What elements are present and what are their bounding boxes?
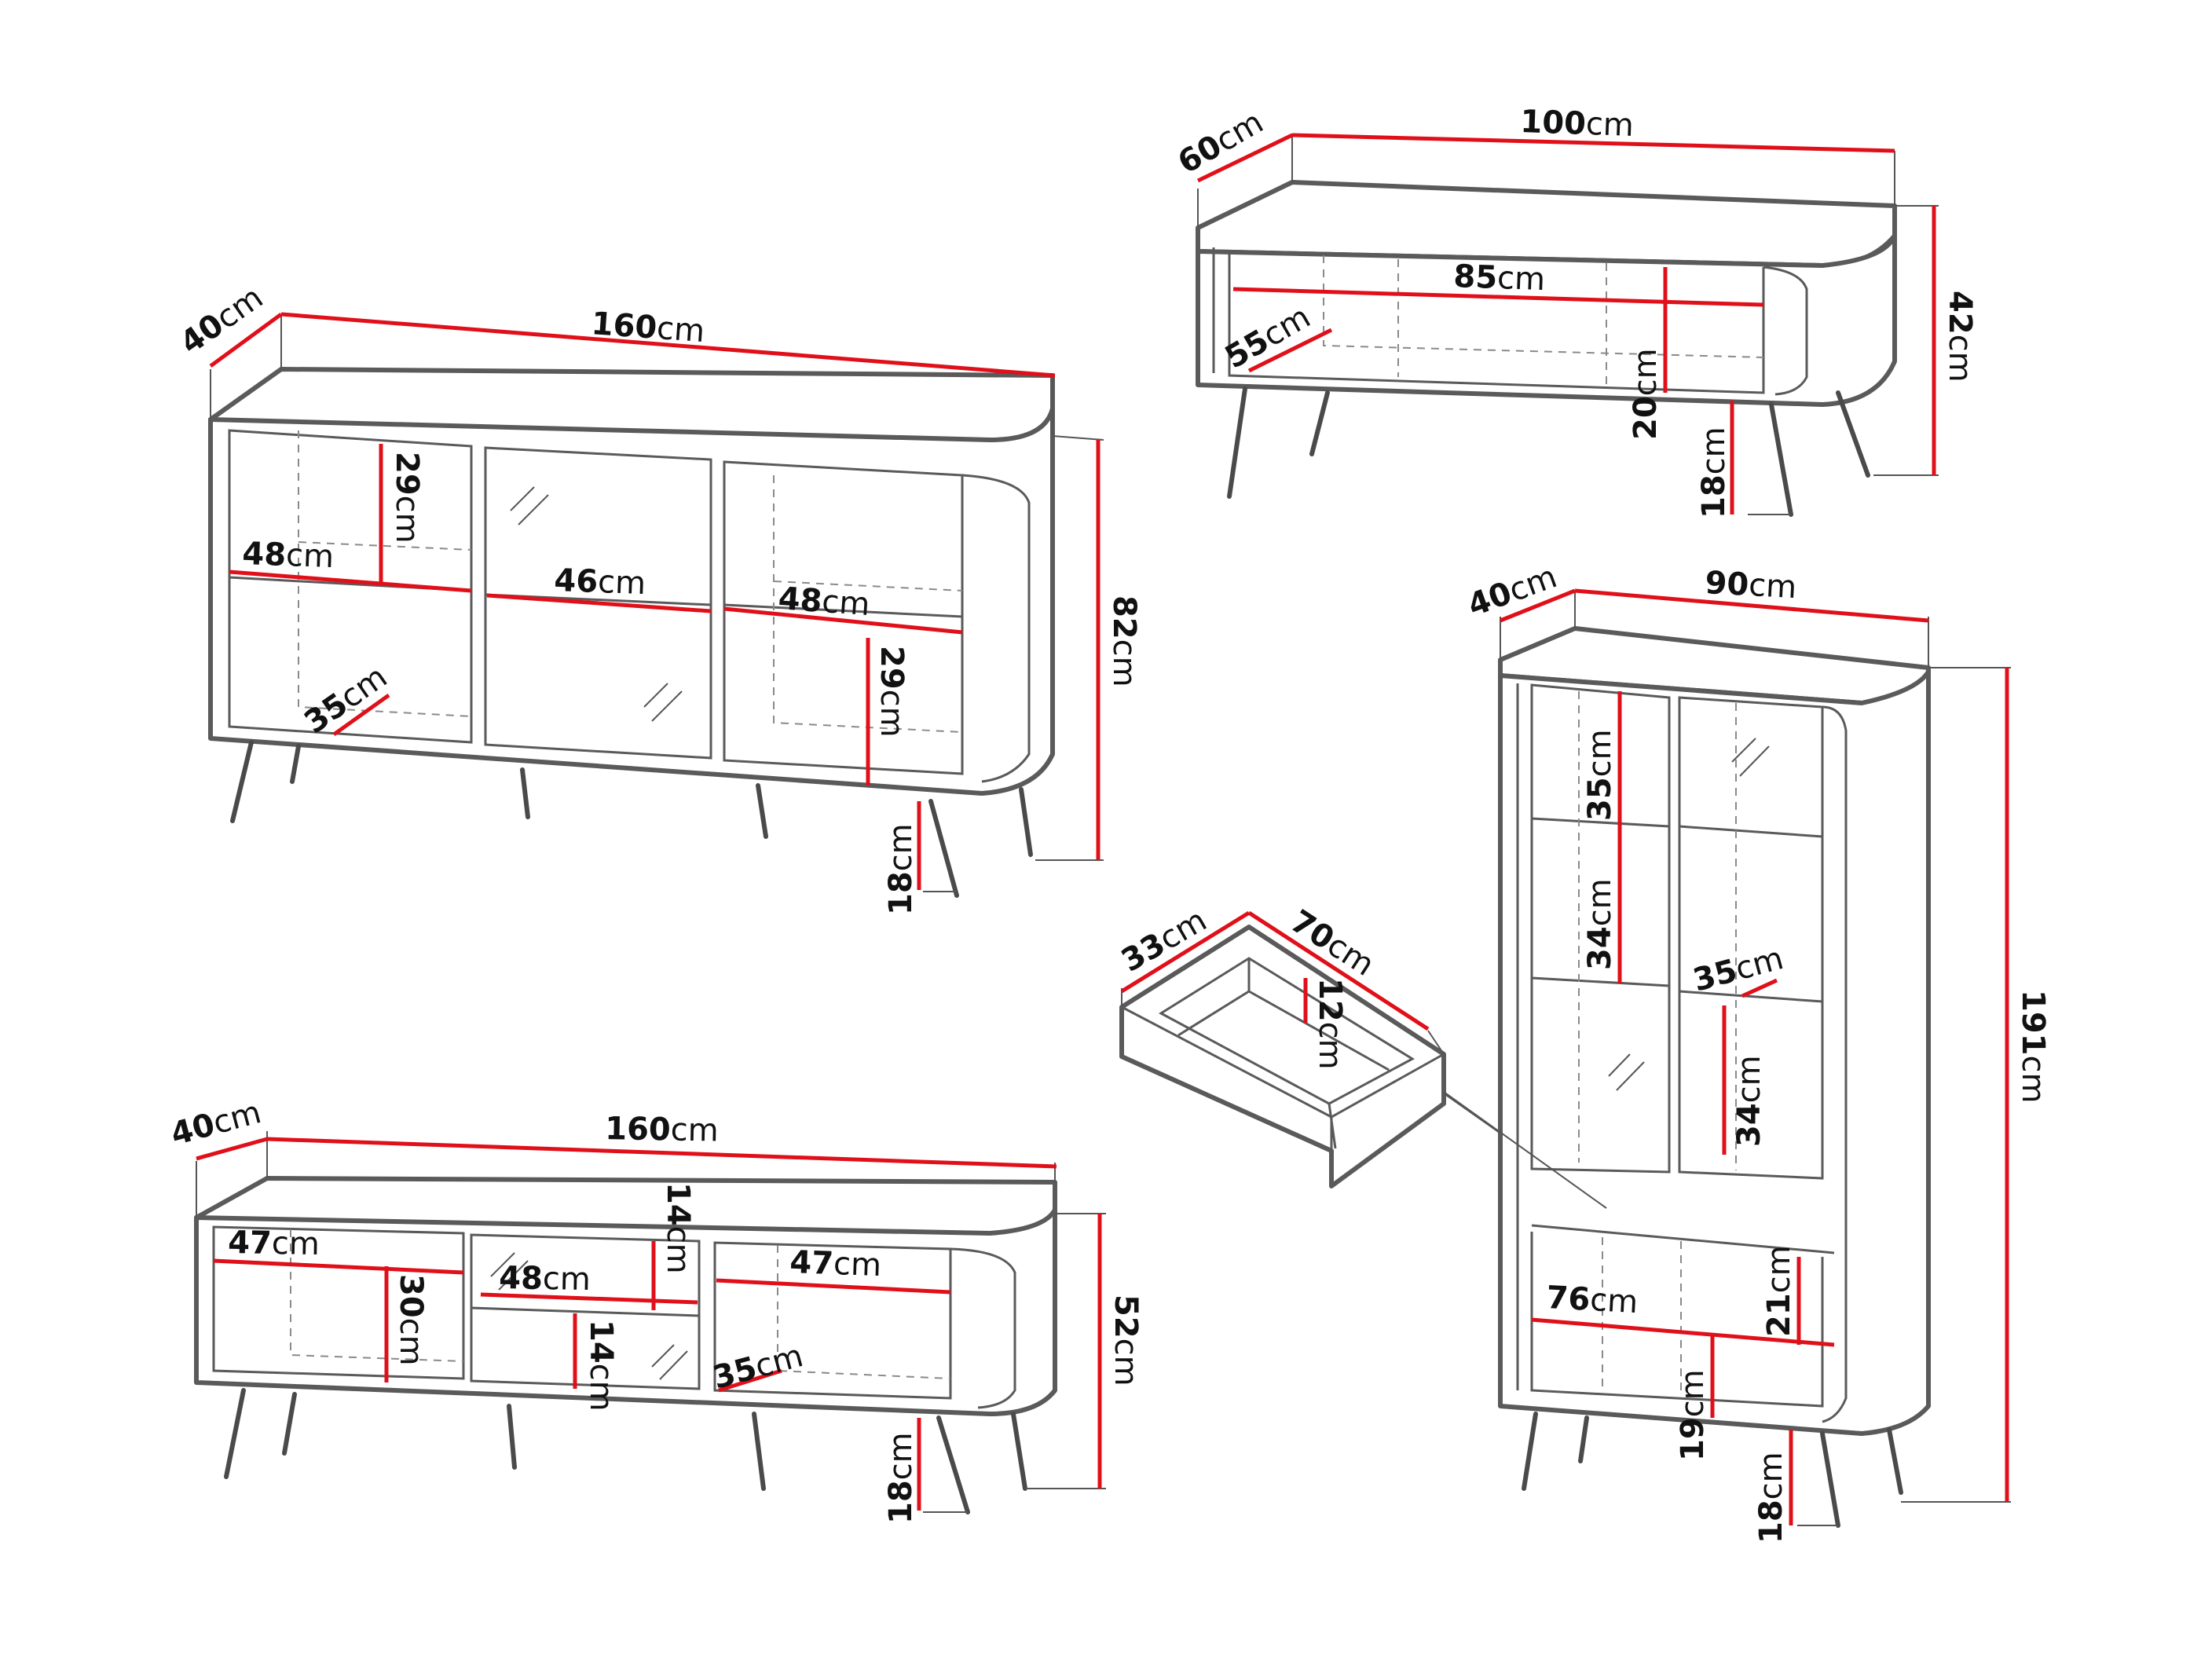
display-cabinet-width-line: [1574, 588, 1929, 623]
coffee-table-inner-width-line: [1232, 287, 1764, 307]
coffee-table-depth-line: [1196, 133, 1294, 183]
display-cabinet-bottom-right-label: 21cm: [1761, 1245, 1797, 1337]
sideboard-height-label: 82cm: [1106, 595, 1142, 687]
tv-stand-middle-lower-label: 14cm: [583, 1320, 619, 1412]
display-cabinet-right-depth-line: [1741, 978, 1778, 998]
coffee-table-inner-height-label: 20cm: [1628, 348, 1664, 440]
tv-stand-depth-line: [196, 1137, 268, 1161]
sideboard-width-line: [280, 312, 1056, 378]
tv-stand-left-width-label: 47cm: [228, 1225, 320, 1262]
tv-stand-left-width-line: [213, 1258, 464, 1275]
sideboard-right-width-label: 48cm: [777, 580, 871, 623]
coffee-table-inner-width-label: 85cm: [1453, 258, 1546, 298]
sideboard-width-label: 160cm: [590, 306, 705, 350]
sideboard-right-width-line: [723, 606, 963, 635]
tv-stand-middle-width-line: [480, 1292, 698, 1305]
tv-stand-right-width-label: 47cm: [789, 1244, 882, 1284]
coffee-table-height-label: 42cm: [1942, 291, 1978, 383]
display-cabinet-bottom-left-label: 19cm: [1675, 1369, 1711, 1461]
display-cabinet-shelf-2-label: 34cm: [1582, 878, 1618, 970]
coffee-table-width-line: [1291, 133, 1895, 153]
display-cabinet-leg-label: 18cm: [1753, 1452, 1789, 1544]
sideboard-left-width-label: 48cm: [242, 536, 335, 575]
coffee-table-width-label: 100cm: [1520, 104, 1635, 144]
sideboard-middle-width-label: 46cm: [554, 562, 646, 602]
sideboard-left-width-line: [229, 569, 472, 593]
tv-stand-width-label: 160cm: [605, 1111, 719, 1149]
drawer-depth-line: [1120, 910, 1251, 994]
display-cabinet-bottom-width-line: [1531, 1317, 1835, 1347]
tv-stand-drawing: [194, 1131, 1106, 1514]
tv-stand-middle-upper-label: 14cm: [660, 1182, 696, 1274]
display-cabinet-depth-line: [1500, 588, 1576, 623]
coffee-table-drawing: [1196, 133, 1939, 517]
drawer-width-line: [1247, 910, 1430, 1031]
tv-stand-shelf-depth-line: [718, 1368, 782, 1393]
tv-stand-right-width-line: [716, 1278, 951, 1295]
sideboard-drawing: [208, 312, 1104, 898]
tv-stand-left-height-label: 30cm: [393, 1274, 429, 1366]
sideboard-left-upper-label: 29cm: [389, 452, 425, 544]
display-cabinet-shelf-1-label: 35cm: [1582, 729, 1618, 821]
display-cabinet-right-lower-label: 34cm: [1731, 1055, 1767, 1147]
tv-stand-middle-width-label: 48cm: [499, 1260, 591, 1298]
display-cabinet-height-label: 191cm: [2015, 990, 2051, 1103]
sideboard-depth-label: 40cm: [174, 280, 269, 362]
sideboard-right-lower-label: 29cm: [873, 646, 910, 738]
tv-stand-width-line: [266, 1137, 1057, 1169]
sideboard-shelf-depth-line: [332, 693, 390, 737]
coffee-table-inner-depth-line: [1247, 328, 1333, 373]
display-cabinet-width-label: 90cm: [1704, 565, 1797, 606]
coffee-table-leg-label: 18cm: [1696, 427, 1732, 518]
tv-stand-height-label: 52cm: [1108, 1295, 1144, 1386]
sideboard-leg-label: 18cm: [883, 823, 919, 915]
sideboard-depth-line: [209, 312, 283, 368]
display-cabinet-drawing: [1443, 588, 2011, 1528]
sideboard-middle-width-line: [486, 593, 712, 613]
drawer-height-label: 12cm: [1312, 978, 1348, 1070]
tv-stand-leg-label: 18cm: [883, 1432, 919, 1524]
display-cabinet-bottom-width-label: 76cm: [1545, 1280, 1639, 1320]
